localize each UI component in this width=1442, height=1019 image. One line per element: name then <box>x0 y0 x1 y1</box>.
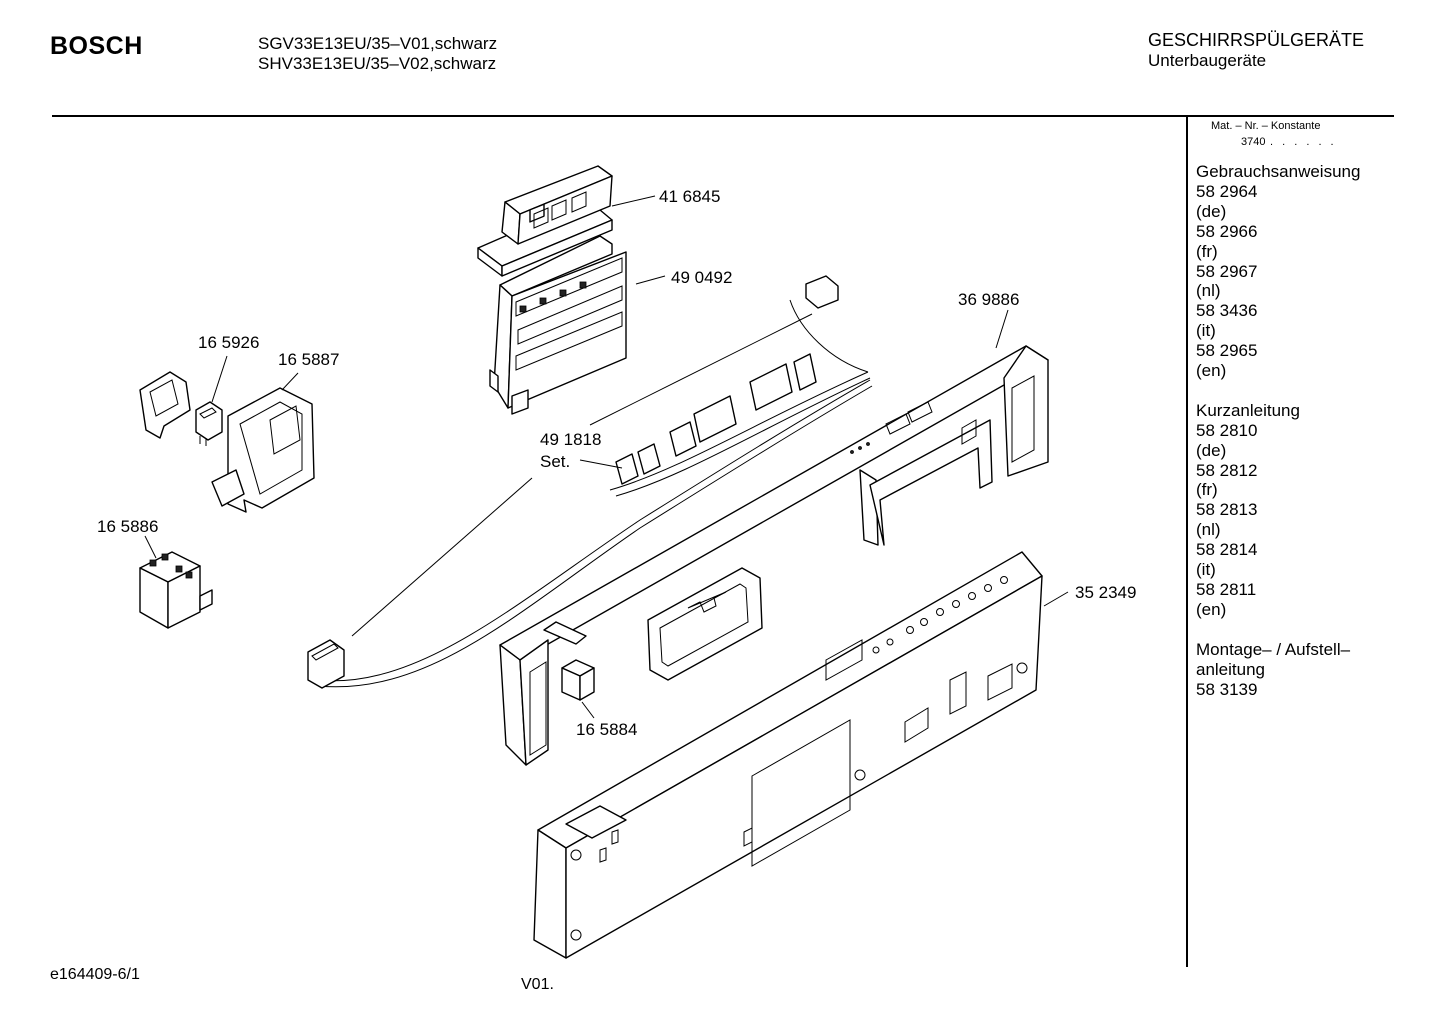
doc-gap <box>1196 620 1391 640</box>
part-352349-panel-inner <box>533 551 1043 959</box>
doc-number: 58 2967 <box>1196 261 1258 281</box>
part-label-165887: 16 5887 <box>278 350 339 369</box>
doc-language: (fr) <box>1196 241 1218 261</box>
part-369886-panel-frame <box>499 345 1049 766</box>
doc-number: 58 2810 <box>1196 420 1258 440</box>
doc-number: 58 2813 <box>1196 500 1258 520</box>
part-165886-connector <box>139 551 213 629</box>
doc-section-title-cont: anleitung <box>1196 659 1266 679</box>
konstante-label: Mat. – Nr. – Konstante <box>1211 120 1321 132</box>
drawing-version: V01. <box>521 976 554 993</box>
sidebar-divider <box>1186 116 1188 967</box>
leader-line <box>995 309 1009 349</box>
part-label-491818: 49 1818 <box>540 430 601 449</box>
part-491818-wiring-harness <box>307 275 873 689</box>
exploded-parts-diagram: 41 6845 49 0492 36 9886 16 5926 16 5887 … <box>97 165 1136 959</box>
doc-language: (de) <box>1196 440 1227 460</box>
doc-number: 58 2812 <box>1196 460 1258 480</box>
doc-language: (fr) <box>1196 480 1218 500</box>
leader-line <box>611 195 656 207</box>
doc-language: (en) <box>1196 599 1227 619</box>
category-title: GESCHIRRSPÜLGERÄTE <box>1148 30 1365 50</box>
part-label-352349: 35 2349 <box>1075 583 1136 602</box>
part-label-416845: 41 6845 <box>659 187 720 206</box>
part-416845-button-cover <box>477 165 613 277</box>
part-165887-holder <box>211 387 315 513</box>
doc-number: 58 2811 <box>1196 580 1257 600</box>
part-label-490492: 49 0492 <box>671 268 732 287</box>
doc-gap <box>1196 381 1391 401</box>
category-subtitle: Unterbaugeräte <box>1148 51 1267 70</box>
doc-language: (en) <box>1196 361 1227 381</box>
part-label-165926: 16 5926 <box>198 333 259 352</box>
leader-line <box>589 313 813 426</box>
drawing-code: e164409-6/1 <box>50 966 140 983</box>
leader-line <box>581 701 595 719</box>
part-165926-relay <box>195 401 223 446</box>
header-rule <box>52 115 1394 117</box>
model-line-1: SGV33E13EU/35–V01,schwarz <box>258 34 498 53</box>
part-cover-bracket <box>139 371 191 439</box>
konstante-value: 3740 <box>1241 136 1266 148</box>
doc-language: (it) <box>1196 321 1216 341</box>
doc-section-title: Kurzanleitung <box>1196 400 1300 420</box>
leader-line <box>351 477 533 637</box>
leader-line <box>635 275 666 285</box>
leader-line <box>281 372 299 391</box>
part-label-369886: 36 9886 <box>958 290 1019 309</box>
part-label-165884: 16 5884 <box>576 720 637 739</box>
doc-language: (nl) <box>1196 281 1221 301</box>
model-line-2: SHV33E13EU/35–V02,schwarz <box>258 54 497 73</box>
part-490492-control-module <box>489 235 627 415</box>
leader-line <box>579 459 623 469</box>
doc-number: 58 3139 <box>1196 679 1258 699</box>
doc-language: (de) <box>1196 201 1227 221</box>
part-label-165886: 16 5886 <box>97 517 158 536</box>
doc-number: 58 3436 <box>1196 301 1258 321</box>
doc-language: (nl) <box>1196 520 1221 540</box>
doc-language: (it) <box>1196 560 1216 580</box>
doc-number: 58 2965 <box>1196 341 1258 361</box>
leader-line <box>144 535 157 559</box>
konstante-dots: . . . . . . <box>1270 136 1337 148</box>
doc-section-title: Gebrauchsanweisung <box>1196 162 1361 181</box>
part-165884-cube <box>561 659 595 701</box>
brand-logo: BOSCH <box>50 32 143 60</box>
document-list: Gebrauchsanweisung 58 2964 (de) 58 2966 … <box>1196 162 1391 699</box>
doc-section-title: Montage– / Aufstell– <box>1196 639 1351 659</box>
part-label-491818-set: Set. <box>540 452 570 471</box>
leader-line <box>1043 591 1069 607</box>
doc-number: 58 2964 <box>1196 181 1258 201</box>
leader-line <box>211 355 228 403</box>
doc-number: 58 2814 <box>1196 540 1258 560</box>
doc-number: 58 2966 <box>1196 221 1258 241</box>
